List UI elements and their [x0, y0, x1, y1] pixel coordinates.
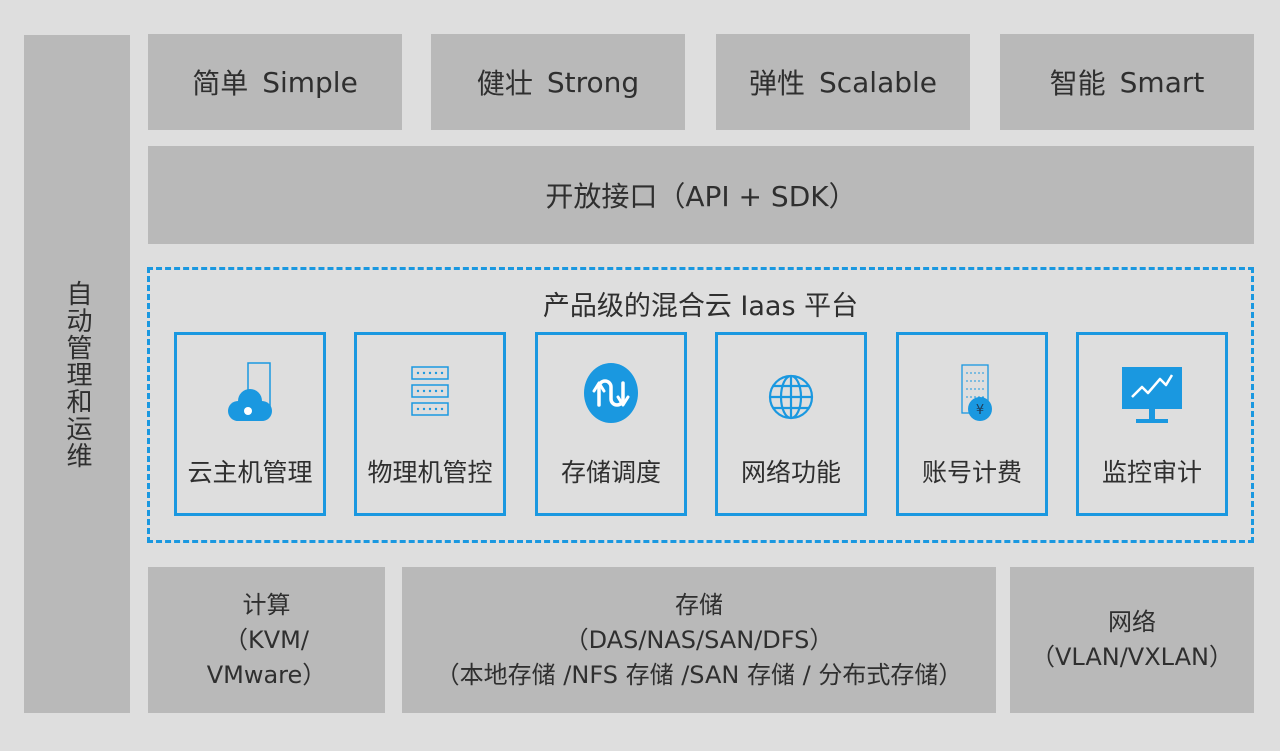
api-layer: 开放接口（API + SDK）	[148, 146, 1254, 244]
api-label: 开放接口（API + SDK）	[545, 180, 857, 213]
module-label: 物理机管控	[367, 458, 493, 487]
globe-icon	[768, 374, 814, 420]
module-vm-management: 云主机管理	[174, 332, 326, 516]
module-label: 网络功能	[740, 458, 841, 487]
feature-en: Smart	[1119, 65, 1205, 99]
storage-schedule-icon	[584, 363, 638, 423]
feature-simple: 简单 Simple	[148, 34, 402, 130]
module-storage-scheduling: 存储调度	[535, 332, 687, 516]
module-label: 监控审计	[1101, 458, 1202, 487]
module-billing: ¥ 账号计费	[896, 332, 1048, 516]
platform-title: 产品级的混合云 Iaas 平台	[542, 291, 859, 322]
module-label: 云主机管理	[187, 458, 313, 487]
feature-en: Simple	[262, 65, 358, 99]
compute-detail-2: VMware）	[206, 660, 327, 689]
feature-cn: 智能	[1049, 67, 1106, 100]
module-label: 存储调度	[560, 458, 661, 487]
infra-storage: 存储 （DAS/NAS/SAN/DFS） （本地存储 /NFS 存储 /SAN …	[402, 567, 996, 713]
server-rack-icon	[411, 366, 449, 416]
billing-yen-icon: ¥	[961, 364, 992, 421]
svg-text:¥: ¥	[976, 403, 984, 418]
feature-en: Scalable	[818, 65, 938, 99]
iaas-platform-frame: 产品级的混合云 Iaas 平台	[147, 267, 1254, 543]
storage-title: 存储	[675, 590, 723, 619]
feature-cn: 弹性	[748, 67, 805, 100]
compute-detail-1: （KVM/	[224, 625, 309, 654]
feature-smart: 智能 Smart	[1000, 34, 1254, 130]
module-physical-control: 物理机管控	[354, 332, 506, 516]
feature-scalable: 弹性 Scalable	[716, 34, 970, 130]
module-label: 账号计费	[921, 458, 1022, 487]
compute-title: 计算	[242, 590, 291, 619]
storage-detail-1: （DAS/NAS/SAN/DFS）	[564, 625, 834, 654]
module-monitoring: 监控审计	[1076, 332, 1228, 516]
cloud-server-icon	[228, 362, 272, 421]
monitor-chart-icon	[1122, 367, 1182, 423]
sidebar-label: 自动管理和运维	[62, 279, 92, 469]
feature-strong: 健壮 Strong	[431, 34, 685, 130]
infra-network: 网络 （VLAN/VXLAN）	[1010, 567, 1254, 713]
module-network: 网络功能	[715, 332, 867, 516]
infra-compute: 计算 （KVM/ VMware）	[148, 567, 385, 713]
feature-en: Strong	[546, 65, 640, 99]
feature-cn: 健壮	[476, 67, 533, 100]
feature-cn: 简单	[192, 67, 249, 100]
sidebar-automation-ops: 自动管理和运维	[24, 35, 130, 713]
storage-detail-2: （本地存储 /NFS 存储 /SAN 存储 / 分布式存储）	[435, 660, 963, 689]
network-detail: （VLAN/VXLAN）	[1031, 643, 1233, 671]
network-title: 网络	[1108, 608, 1156, 636]
